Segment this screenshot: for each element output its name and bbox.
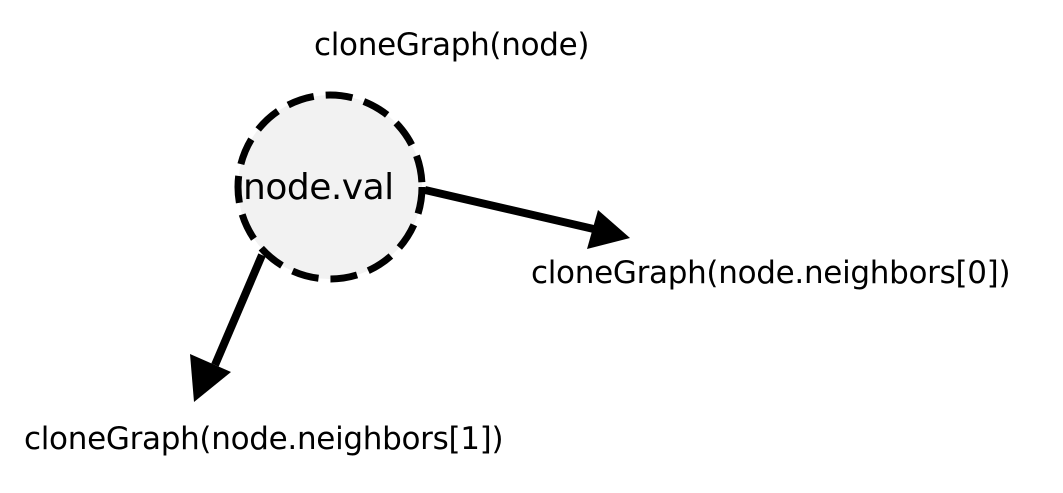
arrowhead-neighbor-0 xyxy=(587,210,630,249)
node-circle xyxy=(234,91,426,283)
child-label-neighbor-0: cloneGraph(node.neighbors[0]) xyxy=(531,255,1011,291)
edge-line-neighbor-1 xyxy=(211,253,266,367)
node-label: node.val xyxy=(243,167,394,208)
child-label-neighbor-1: cloneGraph(node.neighbors[1]) xyxy=(24,421,504,457)
diagram-title: cloneGraph(node) xyxy=(314,27,590,63)
edge-to-neighbor-0 xyxy=(424,186,630,249)
edge-line-neighbor-0 xyxy=(424,186,599,234)
arrowhead-neighbor-1 xyxy=(190,354,231,402)
edge-to-neighbor-1 xyxy=(190,253,266,402)
